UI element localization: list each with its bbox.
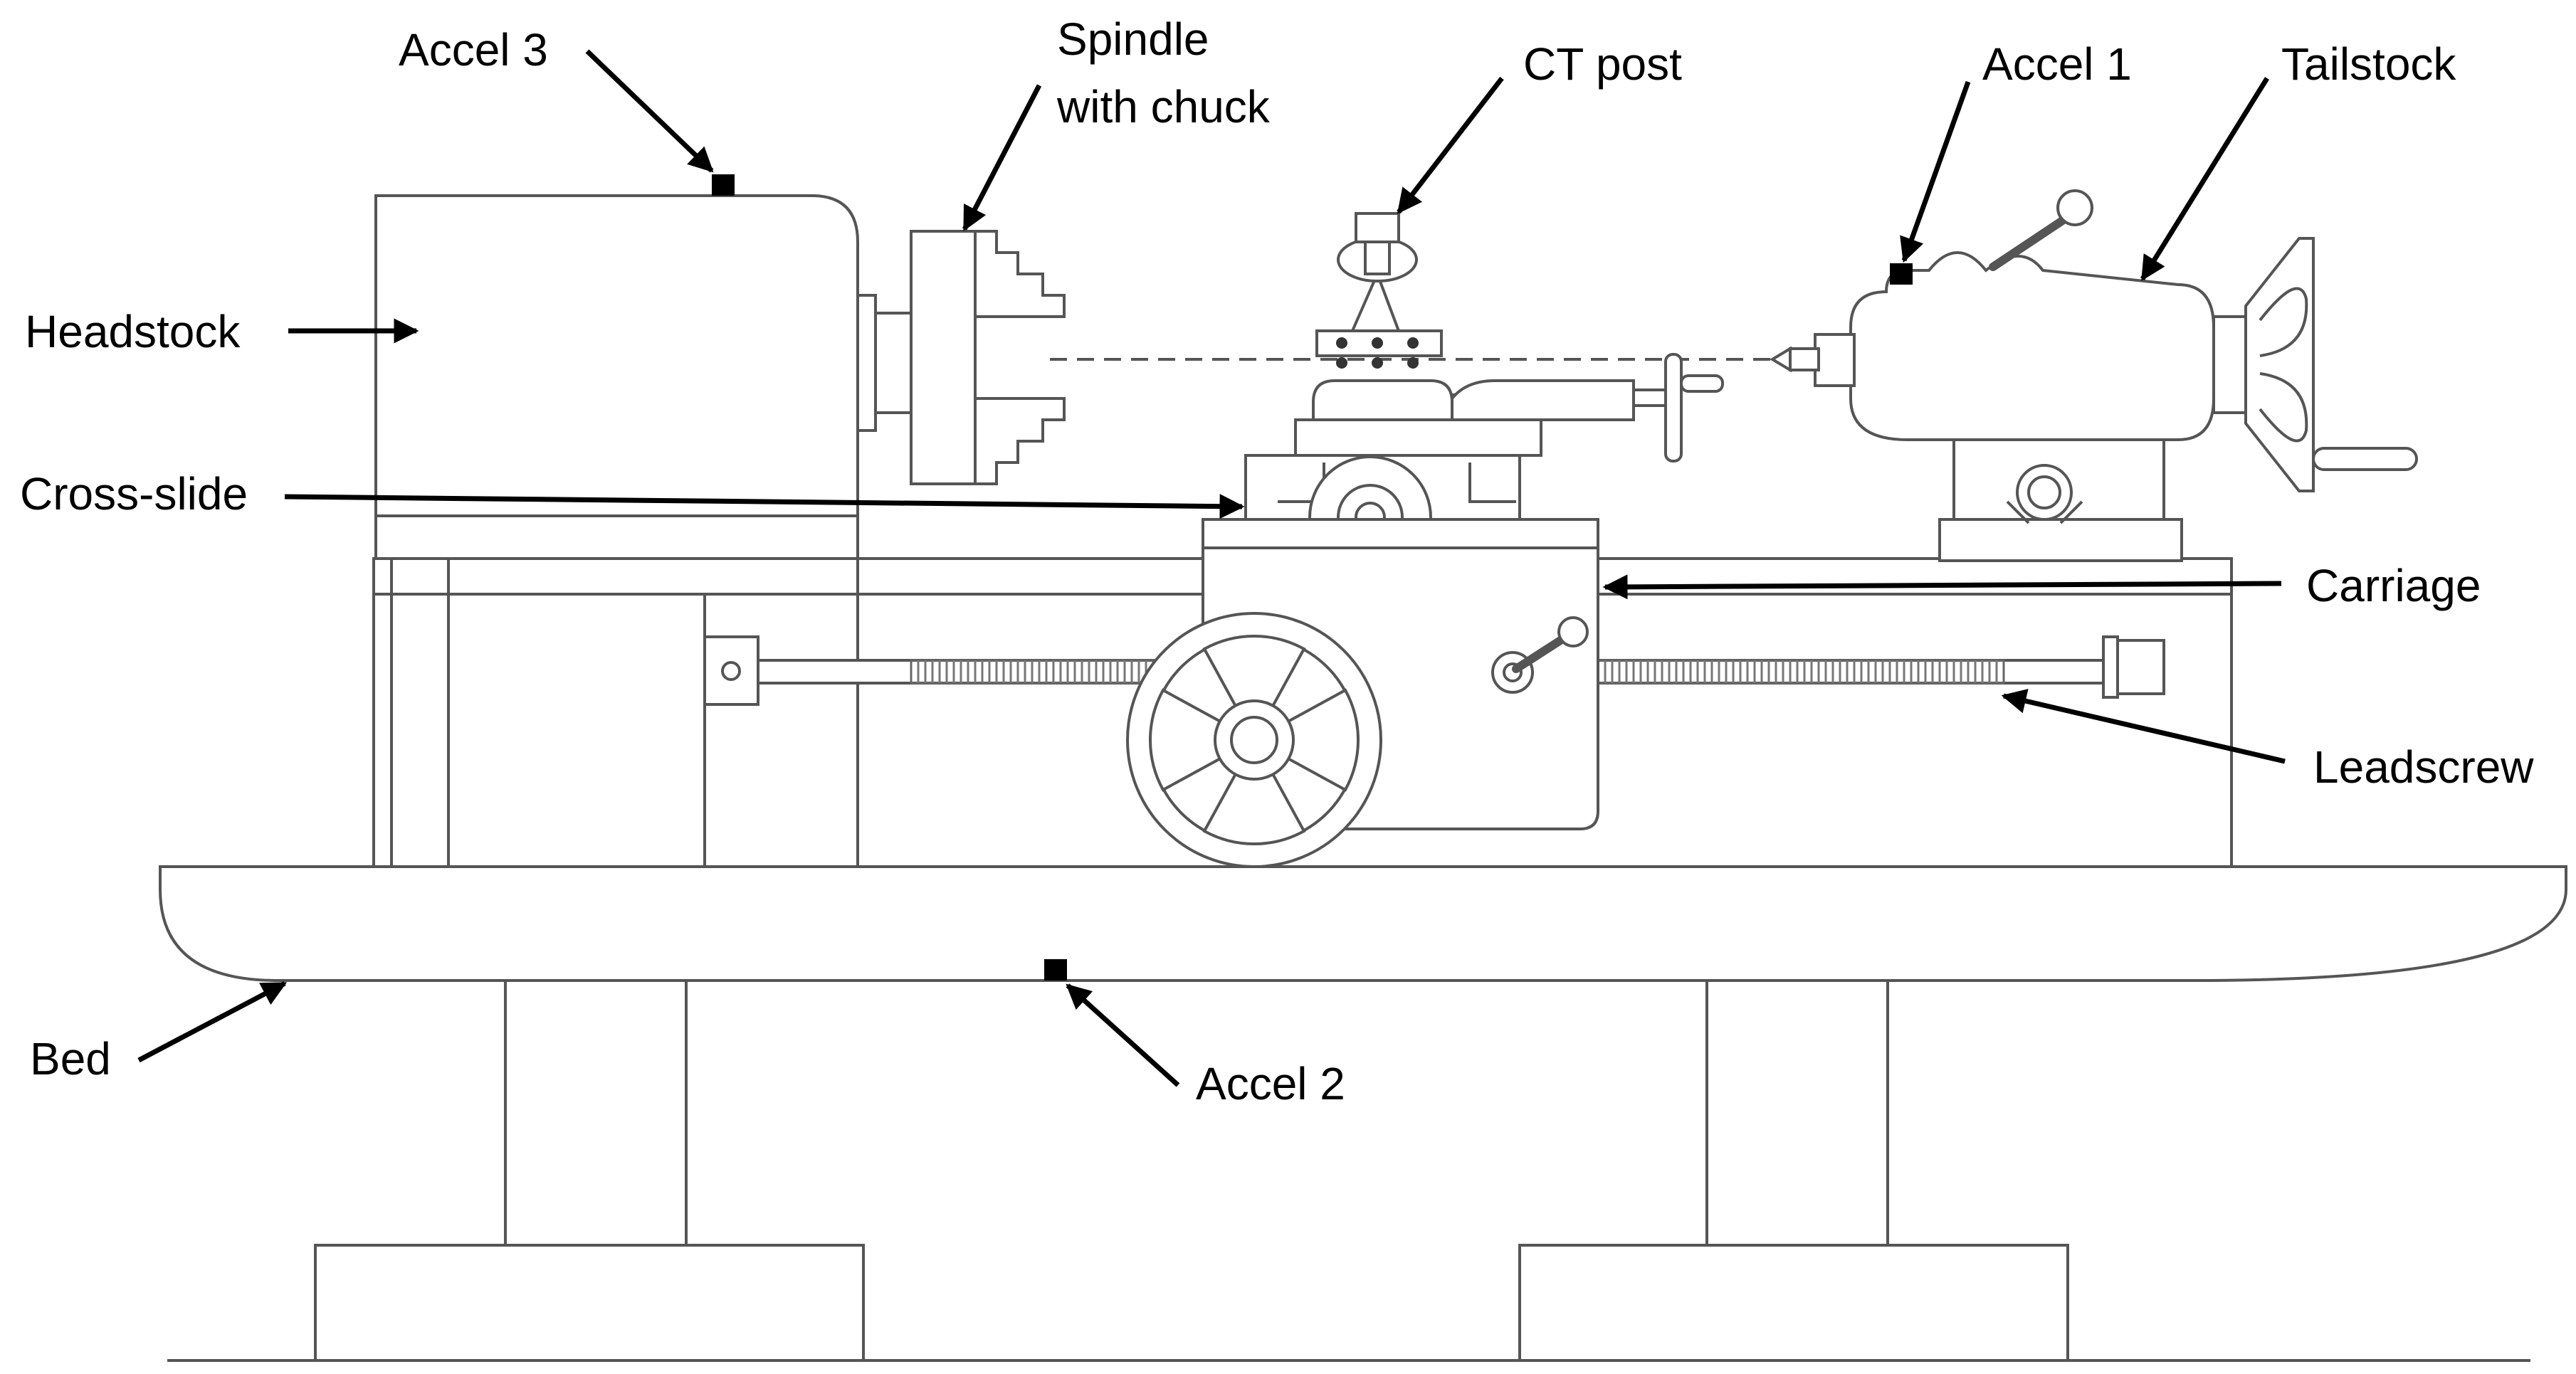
left-foot: [314, 1244, 865, 1362]
accel-2-sensor: [1044, 959, 1067, 981]
accel-3-sensor: [712, 174, 735, 196]
label-ct-post: CT post: [1523, 38, 1682, 90]
annotation-labels: Accel 3 Spindle with chuck CT post Accel…: [20, 14, 2534, 1109]
tailstock-center-tip: [1770, 346, 1792, 373]
label-headstock: Headstock: [25, 306, 241, 357]
label-accel1: Accel 1: [1982, 38, 2132, 90]
label-cross-slide: Cross-slide: [20, 468, 248, 519]
tailstock-handwheel-spokes: [2259, 287, 2308, 443]
label-carriage: Carriage: [2306, 560, 2481, 611]
ct-post-shaft: [1364, 241, 1391, 275]
right-foot: [1518, 1244, 2069, 1362]
chuck-plate: [910, 230, 977, 485]
right-leg: [1705, 979, 1889, 1247]
label-spindle-line1: Spindle: [1057, 14, 1209, 65]
ct-post-bolt-4: [1336, 357, 1347, 369]
label-leadscrew: Leadscrew: [2313, 741, 2534, 793]
tailstock-lever-knob: [2056, 189, 2093, 226]
ct-post: [1315, 212, 1443, 369]
carriage-lever-pivot-inner: [1503, 662, 1523, 682]
carriage-lever-knob: [1557, 616, 1589, 648]
tailstock-body: [1849, 251, 2215, 441]
tailstock-pedestal: [1952, 438, 2165, 521]
accelerometers: [712, 174, 1913, 981]
tailstock: [1770, 189, 2418, 562]
arrow-ct-post: [1397, 76, 1504, 214]
arrow-accel3: [585, 49, 714, 173]
tailstock-handwheel-hub: [2212, 315, 2247, 414]
compound-slide-top: [1451, 379, 1635, 421]
spindle-hub: [856, 294, 877, 432]
arrow-carriage: [1602, 574, 2282, 600]
tailstock-handle: [2312, 447, 2418, 471]
accel-1-sensor: [1890, 263, 1913, 285]
tailstock-lever: [1989, 213, 2072, 271]
ct-post-cap: [1355, 212, 1400, 243]
tailstock-handwheel: [2244, 237, 2315, 492]
compound-feed-shaft: [1632, 389, 1667, 407]
tailstock-quill: [1814, 333, 1856, 387]
carriage: [1126, 518, 1599, 868]
spindle-shaft: [874, 312, 913, 414]
arrow-leadscrew: [2001, 689, 2286, 764]
label-bed: Bed: [30, 1033, 111, 1084]
arrow-accel2: [1066, 983, 1180, 1087]
ct-post-bolt-3: [1407, 337, 1419, 349]
carriage-handwheel-hub: [1214, 699, 1295, 781]
compound-feed-handle: [1680, 374, 1724, 393]
carriage-apron-top: [1202, 518, 1599, 549]
chuck-upper-jaw: [974, 230, 1066, 318]
ct-post-bolt-5: [1372, 357, 1383, 369]
chuck-lower-jaw: [974, 397, 1066, 485]
arrow-spindle: [962, 84, 1042, 232]
label-tailstock: Tailstock: [2281, 38, 2456, 90]
carriage-handwheel-hub-inner: [1230, 716, 1278, 764]
leadscrew-left-pin: [721, 661, 741, 681]
label-accel3: Accel 3: [399, 24, 548, 75]
arrow-cross-slide: [284, 494, 1245, 519]
label-spindle-line2: with chuck: [1056, 81, 1271, 132]
tailstock-base: [1938, 518, 2183, 562]
spindle-with-chuck: [856, 230, 1066, 485]
leadscrew-right-bearing: [2102, 635, 2119, 699]
ct-post-body: [1350, 270, 1401, 332]
compound-feed-wheel: [1664, 353, 1683, 463]
ct-post-bolt-1: [1336, 337, 1347, 349]
arrow-accel1: [1900, 80, 1971, 263]
arrow-tailstock: [2140, 77, 2269, 281]
lathe-legs: [314, 979, 2069, 1362]
tailstock-lock-outer: [2016, 464, 2073, 521]
label-accel2: Accel 2: [1196, 1058, 1345, 1109]
leadscrew-thread-left-hatch: [917, 660, 1147, 683]
annotation-arrows: [137, 49, 2286, 1087]
left-leg: [504, 979, 688, 1247]
tailstock-lock-clamp: [2006, 500, 2083, 524]
leadscrew-thread-right-hatch: [1604, 660, 1998, 683]
ct-post-bolt-6: [1407, 357, 1419, 369]
cross-slide-base: [1294, 418, 1542, 457]
leadscrew-left-bracket: [703, 635, 759, 706]
arrow-bed: [137, 981, 288, 1063]
tailstock-lock-inner: [2027, 475, 2061, 509]
tailstock-center: [1789, 347, 1820, 371]
lathe-bed: [159, 865, 2567, 982]
carriage-lever: [1512, 633, 1570, 673]
ct-post-bolt-2: [1372, 337, 1383, 349]
